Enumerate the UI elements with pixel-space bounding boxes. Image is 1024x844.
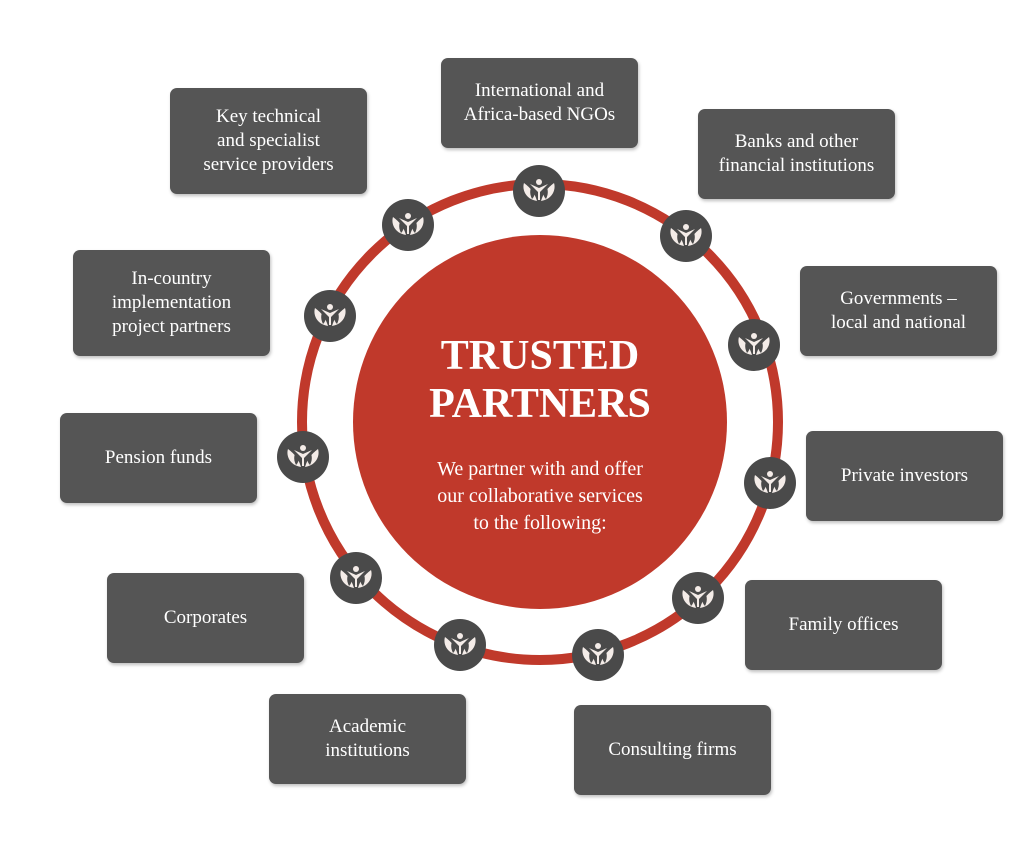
partner-box-governments: Governments – local and national: [800, 266, 997, 356]
partner-label: Consulting firms: [608, 739, 737, 760]
partner-label: In-country implementation project partne…: [111, 268, 232, 337]
partner-label: Banks and other financial institutions: [718, 131, 875, 176]
partner-logo-icon: [728, 319, 780, 371]
center-title: TRUSTED PARTNERS: [429, 333, 651, 427]
partner-box-pension-funds: Pension funds: [60, 413, 257, 503]
partner-logo-icon: [672, 572, 724, 624]
partner-logo-icon: [513, 165, 565, 217]
partner-box-private-investors: Private investors: [806, 431, 1003, 521]
partner-box-corporates: Corporates: [107, 573, 304, 663]
partner-logo-icon: [382, 199, 434, 251]
partner-box-ngos: International and Africa-based NGOs: [441, 58, 638, 148]
partner-label: Corporates: [163, 607, 248, 628]
partner-logo-icon: [572, 629, 624, 681]
partner-label: Pension funds: [104, 447, 213, 468]
partner-box-banks: Banks and other financial institutions: [698, 109, 895, 199]
partner-logo-icon: [434, 619, 486, 671]
partner-label: Academic institutions: [325, 716, 410, 761]
partner-logo-icon: [660, 210, 712, 262]
partner-label: International and Africa-based NGOs: [463, 80, 616, 125]
partner-box-academic: Academic institutions: [269, 694, 466, 784]
partner-logo-icon: [304, 290, 356, 342]
partner-box-in-country: In-country implementation project partne…: [73, 250, 270, 356]
partner-label: Key technical and specialist service pro…: [203, 106, 334, 175]
partner-logo-icon: [744, 457, 796, 509]
partner-box-family-offices: Family offices: [745, 580, 942, 670]
partner-logo-icon: [277, 431, 329, 483]
partner-label: Governments – local and national: [830, 288, 967, 333]
partner-label: Private investors: [840, 465, 969, 486]
center-subtitle: We partner with and offer our collaborat…: [437, 458, 643, 534]
partner-box-technical-providers: Key technical and specialist service pro…: [170, 88, 367, 194]
partner-box-consulting: Consulting firms: [574, 705, 771, 795]
center-circle: [353, 235, 727, 609]
partner-logo-icon: [330, 552, 382, 604]
partner-label: Family offices: [788, 614, 899, 635]
